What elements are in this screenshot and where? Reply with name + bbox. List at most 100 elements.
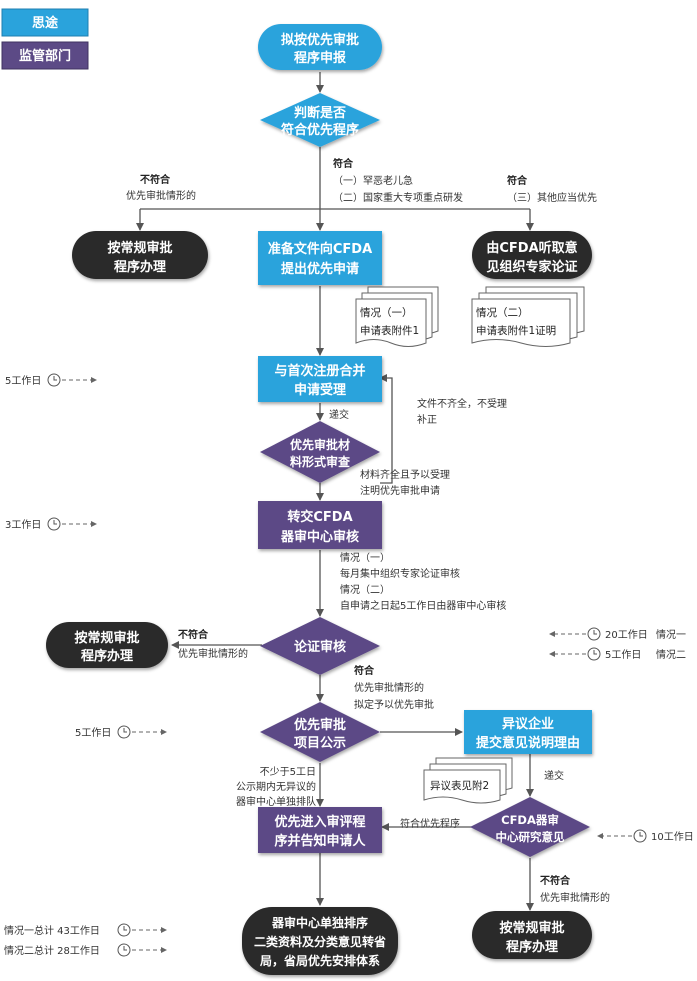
node-enter-review-line1: 优先进入审评程 — [274, 814, 365, 830]
time-2-label: 3工作日 — [5, 519, 41, 531]
legend-blue-swatch — [1, 8, 89, 37]
clock-icon — [587, 627, 601, 641]
node-judge-line2: 符合优先程序 — [281, 122, 359, 138]
label-submit-2: 递交 — [544, 769, 564, 782]
node-enter-review-line2: 序并告知申请人 — [274, 833, 366, 849]
label-not-fit-2b: 优先审批情形的 — [178, 647, 248, 660]
time-3-case: 情况一 — [656, 628, 686, 641]
label-submit: 递交 — [329, 408, 349, 421]
node-final-line2: 二类资料及分类意见转省 — [254, 934, 386, 949]
node-accept — [258, 356, 382, 402]
clock-icon — [47, 373, 61, 387]
doc2-line2: 申请表附件1证明 — [476, 324, 556, 337]
label-sit1: 情况（一） — [340, 551, 390, 564]
node-prepare — [258, 231, 382, 285]
doc1-line1: 情况（一） — [360, 306, 413, 319]
label-no-obj-2: 公示期内无异议的 — [236, 780, 316, 793]
node-publicize — [260, 702, 380, 762]
node-publicize-line1: 优先审批 — [294, 717, 346, 733]
node-expert — [472, 231, 592, 279]
node-transfer-line1: 转交CFDA — [287, 509, 352, 525]
node-cfda-opinion-line1: CFDA器审 — [501, 813, 559, 827]
node-accept-line2: 申请受理 — [294, 382, 346, 398]
node-form-review-line2: 料形式审查 — [290, 454, 351, 469]
label-not-fit-3b: 优先审批情形的 — [540, 891, 610, 904]
node-start-line2: 程序申报 — [294, 50, 347, 66]
doc-stack-3 — [423, 757, 513, 804]
legend-item-2: 监管部门 — [19, 48, 71, 64]
label-no-obj-3: 器审中心单独排队 — [236, 795, 316, 808]
node-normal-left-2-line1: 按常规审批 — [74, 630, 139, 646]
label-not-fit-1b: 优先审批情形的 — [126, 189, 196, 202]
node-expert-line1: 由CFDA听取意 — [486, 240, 577, 256]
node-argue-label: 论证审核 — [294, 639, 346, 655]
time-6-label: 10工作日 — [651, 831, 694, 843]
node-normal-left-2-line2: 程序办理 — [81, 648, 133, 664]
connectors — [136, 72, 534, 911]
node-transfer-line2: 器审中心审核 — [280, 529, 359, 545]
node-normal-left-1-line2: 程序办理 — [114, 259, 166, 275]
legend-purple-swatch — [1, 41, 89, 70]
doc2-line1: 情况（二） — [476, 306, 529, 319]
node-objection-line1: 异议企业 — [502, 716, 554, 732]
node-normal-right-line1: 按常规审批 — [499, 920, 564, 936]
label-sit2b: 自申请之日起5工作日由器审中心审核 — [340, 599, 506, 612]
total-1-label: 情况一总计 43工作日 — [4, 924, 100, 937]
node-normal-left-2 — [46, 622, 168, 668]
label-case1: （一）罕恶老儿急 — [333, 174, 413, 187]
doc-stack-2 — [471, 286, 585, 347]
node-cfda-opinion — [470, 797, 590, 857]
time-4-case: 情况二 — [656, 648, 686, 661]
time-5-label: 5工作日 — [75, 727, 111, 739]
node-enter-review — [258, 807, 382, 853]
node-objection-line2: 提交意见说明理由 — [476, 735, 580, 751]
node-argue — [260, 617, 380, 675]
node-publicize-line2: 项目公示 — [294, 736, 346, 751]
label-sit1b: 每月集中组织专家论证审核 — [340, 567, 460, 580]
node-final-line1: 器审中心单独排序 — [271, 915, 368, 930]
label-case2: （二）国家重大专项重点研发 — [333, 191, 463, 204]
node-transfer — [258, 501, 382, 549]
clock-icon — [117, 943, 131, 957]
node-cfda-opinion-line2: 中心研究意见 — [496, 830, 565, 844]
label-case3: （三）其他应当优先 — [507, 191, 597, 204]
label-not-fit-2: 不符合 — [178, 628, 209, 641]
node-start — [258, 24, 382, 70]
time-1-label: 5工作日 — [5, 375, 41, 387]
label-fuhe-3b: 优先审批情形的 — [354, 681, 424, 694]
label-not-fit-1: 不符合 — [140, 173, 171, 186]
clock-icon — [117, 725, 131, 739]
label-no-obj-1: 不少于5工日 — [260, 766, 316, 778]
node-objection — [464, 710, 592, 754]
total-2-label: 情况二总计 28工作日 — [4, 944, 100, 957]
node-normal-left-1 — [72, 231, 208, 279]
node-normal-right-line2: 程序办理 — [506, 939, 558, 955]
doc3-label: 异议表见附2 — [430, 779, 489, 792]
clock-icon — [633, 829, 647, 843]
label-incomplete-2: 补正 — [417, 413, 437, 426]
label-sit2: 情况（二） — [340, 583, 390, 596]
label-complete-2: 注明优先审批申请 — [360, 484, 440, 497]
node-final — [242, 907, 398, 975]
clock-icon — [117, 923, 131, 937]
clock-icon — [587, 647, 601, 661]
label-incomplete-1: 文件不齐全，不受理 — [417, 397, 507, 410]
node-normal-left-1-line1: 按常规审批 — [107, 240, 172, 256]
node-judge-line1: 判断是否 — [294, 105, 346, 121]
node-form-review-line1: 优先审批材 — [290, 437, 350, 452]
node-prepare-line2: 提出优先申请 — [281, 261, 359, 277]
node-form-review — [260, 421, 380, 483]
node-accept-line1: 与首次注册合并 — [274, 363, 365, 379]
label-fuhe-right: 符合 — [507, 174, 528, 187]
node-normal-right — [472, 911, 592, 959]
label-fuhe-priority: 符合优先程序 — [400, 817, 460, 830]
doc-stack-1 — [355, 286, 439, 347]
node-prepare-line1: 准备文件向CFDA — [268, 241, 372, 257]
label-fuhe-3c: 拟定予以优先审批 — [354, 698, 434, 711]
node-expert-line2: 见组织专家论证 — [486, 259, 577, 275]
time-4-days: 5工作日 — [605, 649, 641, 661]
label-fuhe-3: 符合 — [354, 664, 375, 677]
legend-item-1: 思途 — [32, 15, 59, 31]
node-start-line1: 拟按优先审批 — [281, 32, 359, 48]
